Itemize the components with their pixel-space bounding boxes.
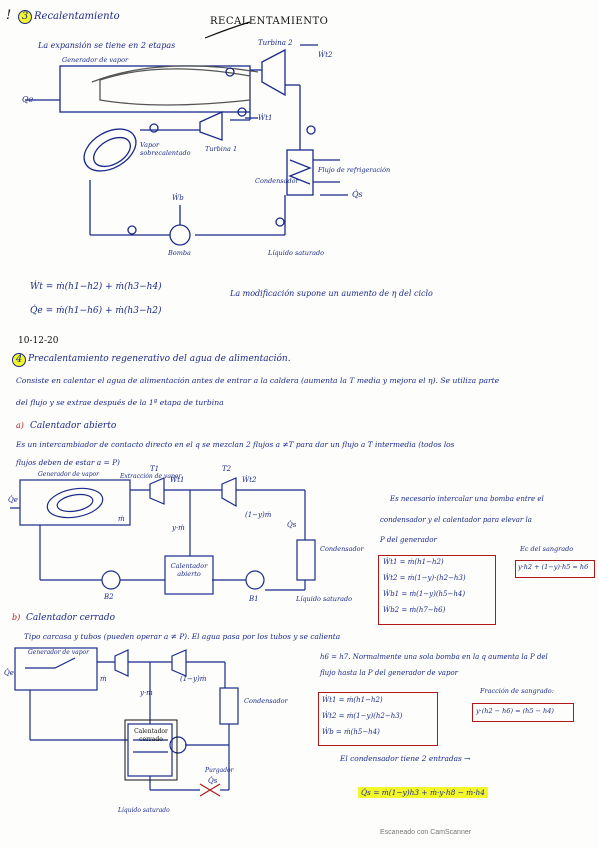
sub-b-note-line2: flujo hasta la P del generador de vapor [320, 669, 459, 677]
sub-a-title: Calentador abierto [30, 421, 117, 431]
equation-heat-input: Q̇e = ṁ(h1−h6) + ṁ(h3−h2) [30, 306, 162, 316]
closed-label-qe: Q̇e [4, 669, 14, 677]
reheat-coil [99, 68, 251, 106]
open-label-condenser: Condensador [320, 545, 364, 553]
scanner-watermark: Escaneado con CamScanner [380, 829, 472, 836]
section2-body-line1: Consiste en calentar el agua de alimenta… [16, 376, 500, 385]
open-eq-wb1: Ẇb1 = ṁ(1−y)(h5−h4) [383, 590, 466, 598]
open-heater-box [164, 555, 214, 595]
label-saturated-liquid: Líquido saturado [268, 249, 325, 257]
label-wt1: Ẇt1 [258, 114, 273, 122]
open-eq-wt2: Ẇt2 = ṁ(1−y)·(h2−h3) [383, 574, 466, 582]
open-t1-shape [149, 477, 165, 505]
turbine-1-shape [199, 110, 223, 141]
sub-a-desc-line1: Es un intercambiador de contacto directo… [16, 440, 455, 449]
section2-body-line2: del flujo y se extrae después de la 1ª e… [16, 398, 224, 407]
open-label-generator: Generador de vapor [38, 471, 100, 478]
open-label-ym: y·ṁ [172, 524, 185, 532]
date-label: 10-12-20 [18, 336, 59, 346]
sub-b-note-line1: h6 = h7. Normalmente una sola bomba en l… [320, 653, 548, 661]
open-label-extract: Extracción de vapor [120, 473, 182, 480]
condenser-shape [286, 149, 314, 196]
closed-label-heater: Calentador cerrado [134, 728, 168, 743]
section-title-reheat: Recalentamiento [34, 11, 120, 22]
closed-fraction-box [472, 703, 574, 722]
label-qs-1: Q̇s [352, 190, 363, 199]
turbine-2-shape [261, 48, 286, 97]
closed-label-liquid: Líquido saturado [118, 807, 170, 814]
closed-label-qs: Q̇s [208, 777, 218, 785]
open-label-b1: B1 [249, 595, 259, 603]
open-label-qe: Q̇e [8, 496, 18, 504]
label-pump: Bomba [168, 249, 191, 257]
label-coolant: Flujo de refrigeración [318, 166, 391, 174]
sub-a-note-line3: P del generador [380, 536, 437, 544]
closed-heater-equations-box [318, 692, 438, 746]
open-label-b2: B2 [104, 593, 114, 601]
label-condenser-1: Condensador [255, 177, 299, 185]
closed-eq-wb: Ẇb = ṁ(h5−h4) [322, 728, 380, 736]
open-eq-wt1: Ẇt1 = ṁ(h1−h2) [383, 558, 444, 566]
open-label-m: ṁ [118, 515, 125, 523]
closed-fraction-label: Fracción de sangrado: [480, 687, 554, 695]
open-label-heater: Calentador abierto [170, 562, 208, 579]
open-condenser-shape [296, 539, 316, 581]
label-turbine1: Turbina 1 [205, 145, 238, 153]
label-superheated: Vapor sobrecalentado [140, 141, 191, 157]
closed-outlets-note: El condensador tiene 2 entradas → [340, 754, 471, 763]
closed-label-generator: Generador de vapor [28, 649, 90, 656]
closed-label-m: ṁ [100, 675, 107, 683]
sub-b-desc: Tipo carcasa y tubos (pueden operar a ≠ … [24, 632, 341, 641]
closed-label-trap: Purgador [205, 767, 234, 774]
sub-a-desc-line2: flujos deben de estar a = P) [16, 458, 120, 467]
section-number-3: 3 [18, 10, 32, 24]
sub-a-note-line1: Es necesario intercalar una bomba entre … [390, 495, 544, 503]
pump-shape [169, 224, 191, 246]
section1-intro: La expansión se tiene en 2 etapas [38, 41, 176, 50]
closed-t2-shape [171, 649, 187, 677]
closed-eq-wt1: Ẇt1 = ṁ(h1−h2) [322, 696, 383, 704]
open-t2-shape [221, 477, 237, 508]
closed-qs-equation: Q̇s = ṁ(1−y)h3 + ṁ·y·h8 − ṁ·h4 [358, 787, 488, 799]
label-wt2: Ẇt2 [318, 51, 333, 59]
open-label-liquid: Líquido saturado [296, 595, 353, 603]
sub-b-title: Calentador cerrado [26, 613, 116, 623]
open-generator-box [19, 479, 131, 526]
open-heater-equations-box [378, 555, 496, 625]
label-qe: Qe [22, 95, 34, 104]
open-label-wt1: Ẇt1 [170, 476, 185, 484]
equation-work-turbine: Ẇt = ṁ(h1−h2) + ṁ(h3−h4) [30, 282, 162, 292]
boiler-coil [83, 128, 137, 172]
reheat-annotation: RECALENTAMIENTO [210, 16, 329, 27]
open-fraction-box [515, 560, 595, 578]
closed-label-ym: y·ṁ [140, 689, 153, 697]
open-fraction-label: Ec del sangrado [520, 545, 574, 553]
sub-a-label: a) [16, 421, 24, 430]
open-label-t1: T1 [150, 465, 160, 473]
label-generator: Generador de vapor [62, 56, 129, 64]
open-label-oneminus: (1−y)ṁ [245, 511, 272, 519]
section-title-regenerative: Precalentamiento regenerativo del agua d… [28, 354, 291, 364]
label-turbine2: Turbina 2 [258, 39, 293, 47]
open-label-qs: Q̇s [287, 521, 297, 529]
closed-label-condenser: Condensador [244, 697, 288, 705]
sub-b-label: b) [12, 613, 21, 622]
label-wb: Ẇb [172, 194, 184, 202]
open-fraction-eq: y·h2 + (1−y)·h5 = h6 [518, 563, 589, 571]
closed-label-oneminus: (1−y)ṁ [180, 675, 207, 683]
closed-generator-box [14, 647, 98, 691]
section-number-4: 4 [12, 353, 26, 367]
closed-condenser-shape [219, 687, 239, 725]
closed-fraction-eq: y·(h2 − h6) = (h5 − h4) [476, 707, 554, 715]
open-label-wt2: Ẇt2 [242, 476, 257, 484]
closed-eq-wt2: Ẇt2 = ṁ(1−y)(h2−h3) [322, 712, 403, 720]
efficiency-note: La modificación supone un aumento de η d… [230, 289, 433, 298]
open-eq-wb2: Ẇb2 = ṁ(h7−h6) [383, 606, 446, 614]
closed-t1-shape [114, 649, 129, 677]
sub-a-note-line2: condensador y el calentador para elevar … [380, 516, 532, 524]
open-label-t2: T2 [222, 465, 232, 473]
page-marker: ! [6, 8, 12, 23]
